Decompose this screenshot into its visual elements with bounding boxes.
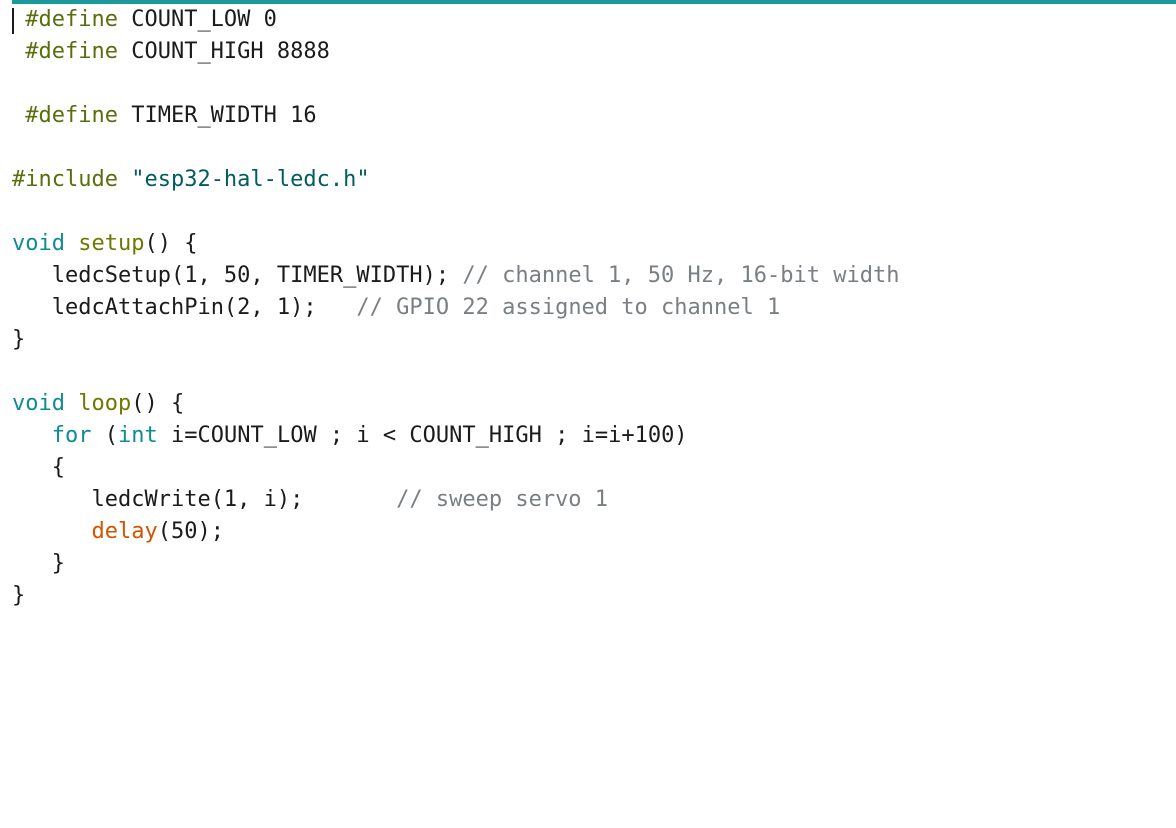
code-area[interactable]: #define COUNT_LOW 0 #define COUNT_HIGH 8… xyxy=(12,4,899,612)
code-line[interactable]: ledcWrite(1, i); // sweep servo 1 xyxy=(12,484,899,516)
code-token: i=COUNT_LOW ; i < COUNT_HIGH ; i=i+100) xyxy=(157,423,688,448)
indent xyxy=(12,487,91,512)
code-token xyxy=(65,231,78,256)
indent xyxy=(12,103,25,128)
code-line[interactable] xyxy=(12,132,899,164)
code-line[interactable]: #define COUNT_HIGH 8888 xyxy=(12,36,899,68)
code-token: } xyxy=(12,583,26,608)
indent xyxy=(12,263,52,288)
code-token: void xyxy=(12,231,65,256)
code-line[interactable] xyxy=(12,196,899,228)
code-token: TIMER_WIDTH 16 xyxy=(117,103,317,128)
code-line[interactable] xyxy=(12,68,899,100)
indent xyxy=(12,519,91,544)
code-token xyxy=(118,167,131,192)
code-token: () { xyxy=(131,391,185,416)
code-token: int xyxy=(118,423,158,448)
code-token: #define xyxy=(25,7,118,32)
indent xyxy=(12,423,52,448)
code-line[interactable]: } xyxy=(12,580,899,612)
code-line[interactable]: } xyxy=(12,548,899,580)
code-token: (50); xyxy=(157,519,224,544)
code-token: { xyxy=(51,455,65,480)
code-line[interactable]: { xyxy=(12,452,899,484)
code-token: () { xyxy=(144,231,198,256)
code-token: #define xyxy=(25,39,118,64)
code-token: COUNT_LOW 0 xyxy=(117,7,277,32)
code-token: ( xyxy=(91,423,118,448)
code-token: } xyxy=(51,551,65,576)
indent xyxy=(12,295,52,320)
code-token: } xyxy=(12,327,26,352)
code-line[interactable]: ledcAttachPin(2, 1); // GPIO 22 assigned… xyxy=(12,292,899,324)
code-token: "esp32-hal-ledc.h" xyxy=(131,167,370,192)
code-token: // channel 1, 50 Hz, 16-bit width xyxy=(462,263,900,288)
code-token: void xyxy=(12,391,65,416)
code-line[interactable]: #define TIMER_WIDTH 16 xyxy=(12,100,899,132)
code-token: // sweep servo 1 xyxy=(396,487,609,512)
code-token: COUNT_HIGH 8888 xyxy=(117,39,330,64)
code-line[interactable]: for (int i=COUNT_LOW ; i < COUNT_HIGH ; … xyxy=(12,420,899,452)
code-line[interactable]: ledcSetup(1, 50, TIMER_WIDTH); // channe… xyxy=(12,260,900,292)
editor-top-accent-bar xyxy=(12,0,1176,4)
code-token: setup xyxy=(78,231,145,256)
code-token xyxy=(65,391,78,416)
code-line[interactable]: delay(50); xyxy=(12,516,899,548)
code-token: // GPIO 22 assigned to channel 1 xyxy=(356,295,781,320)
code-line[interactable]: #include "esp32-hal-ledc.h" xyxy=(12,164,899,196)
text-cursor xyxy=(12,8,14,34)
code-line[interactable] xyxy=(12,356,899,388)
code-token: ledcAttachPin(2, 1); xyxy=(51,295,357,320)
indent xyxy=(12,551,52,576)
code-line[interactable]: void setup() { xyxy=(12,228,899,260)
code-token: loop xyxy=(78,391,132,416)
code-token: delay xyxy=(91,519,158,544)
indent xyxy=(12,39,25,64)
code-line[interactable]: } xyxy=(12,324,899,356)
code-token: ledcSetup(1, 50, TIMER_WIDTH); xyxy=(51,263,463,288)
code-token: ledcWrite(1, i); xyxy=(91,487,397,512)
code-token: #define xyxy=(25,103,118,128)
code-token: for xyxy=(51,423,92,448)
code-line[interactable]: #define COUNT_LOW 0 xyxy=(12,4,899,36)
code-line[interactable]: void loop() { xyxy=(12,388,899,420)
code-token: #include xyxy=(12,167,118,192)
indent xyxy=(12,455,52,480)
